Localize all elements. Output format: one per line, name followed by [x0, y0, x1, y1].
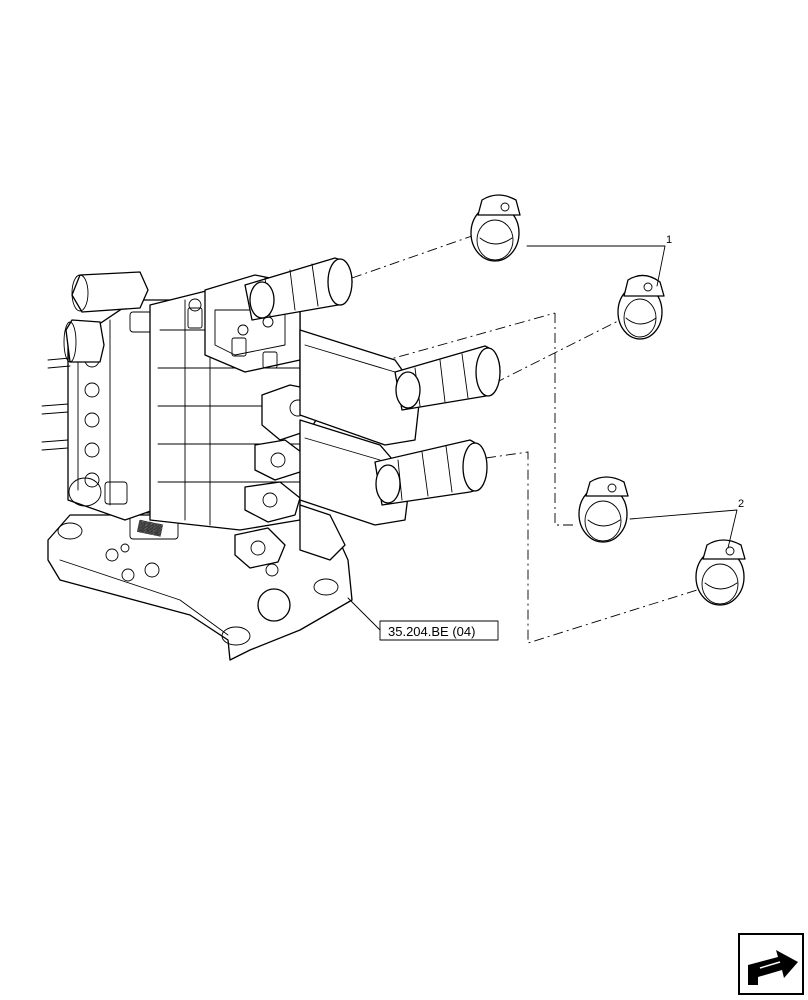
hose-clamp-1b [617, 274, 665, 340]
reference-box [379, 620, 499, 641]
hose-clamp-2b [695, 539, 746, 606]
callout-2: 2 [629, 498, 744, 549]
next-page-arrow-icon[interactable] [738, 933, 804, 995]
hose-ports [244, 257, 501, 506]
hose-clamp-2a [578, 476, 629, 543]
reference-callout: 35.204.BE (04) [347, 597, 499, 641]
valve-block-assembly: ▓▓▓ [41, 271, 421, 661]
leader-lines [351, 235, 698, 644]
callout-1: 1 [526, 234, 672, 287]
callout-number-1: 1 [666, 234, 672, 246]
callout-number-2: 2 [738, 498, 744, 510]
hose-clamp-1a [470, 194, 521, 262]
reference-box-text: 35.204.BE (04) [388, 624, 475, 639]
